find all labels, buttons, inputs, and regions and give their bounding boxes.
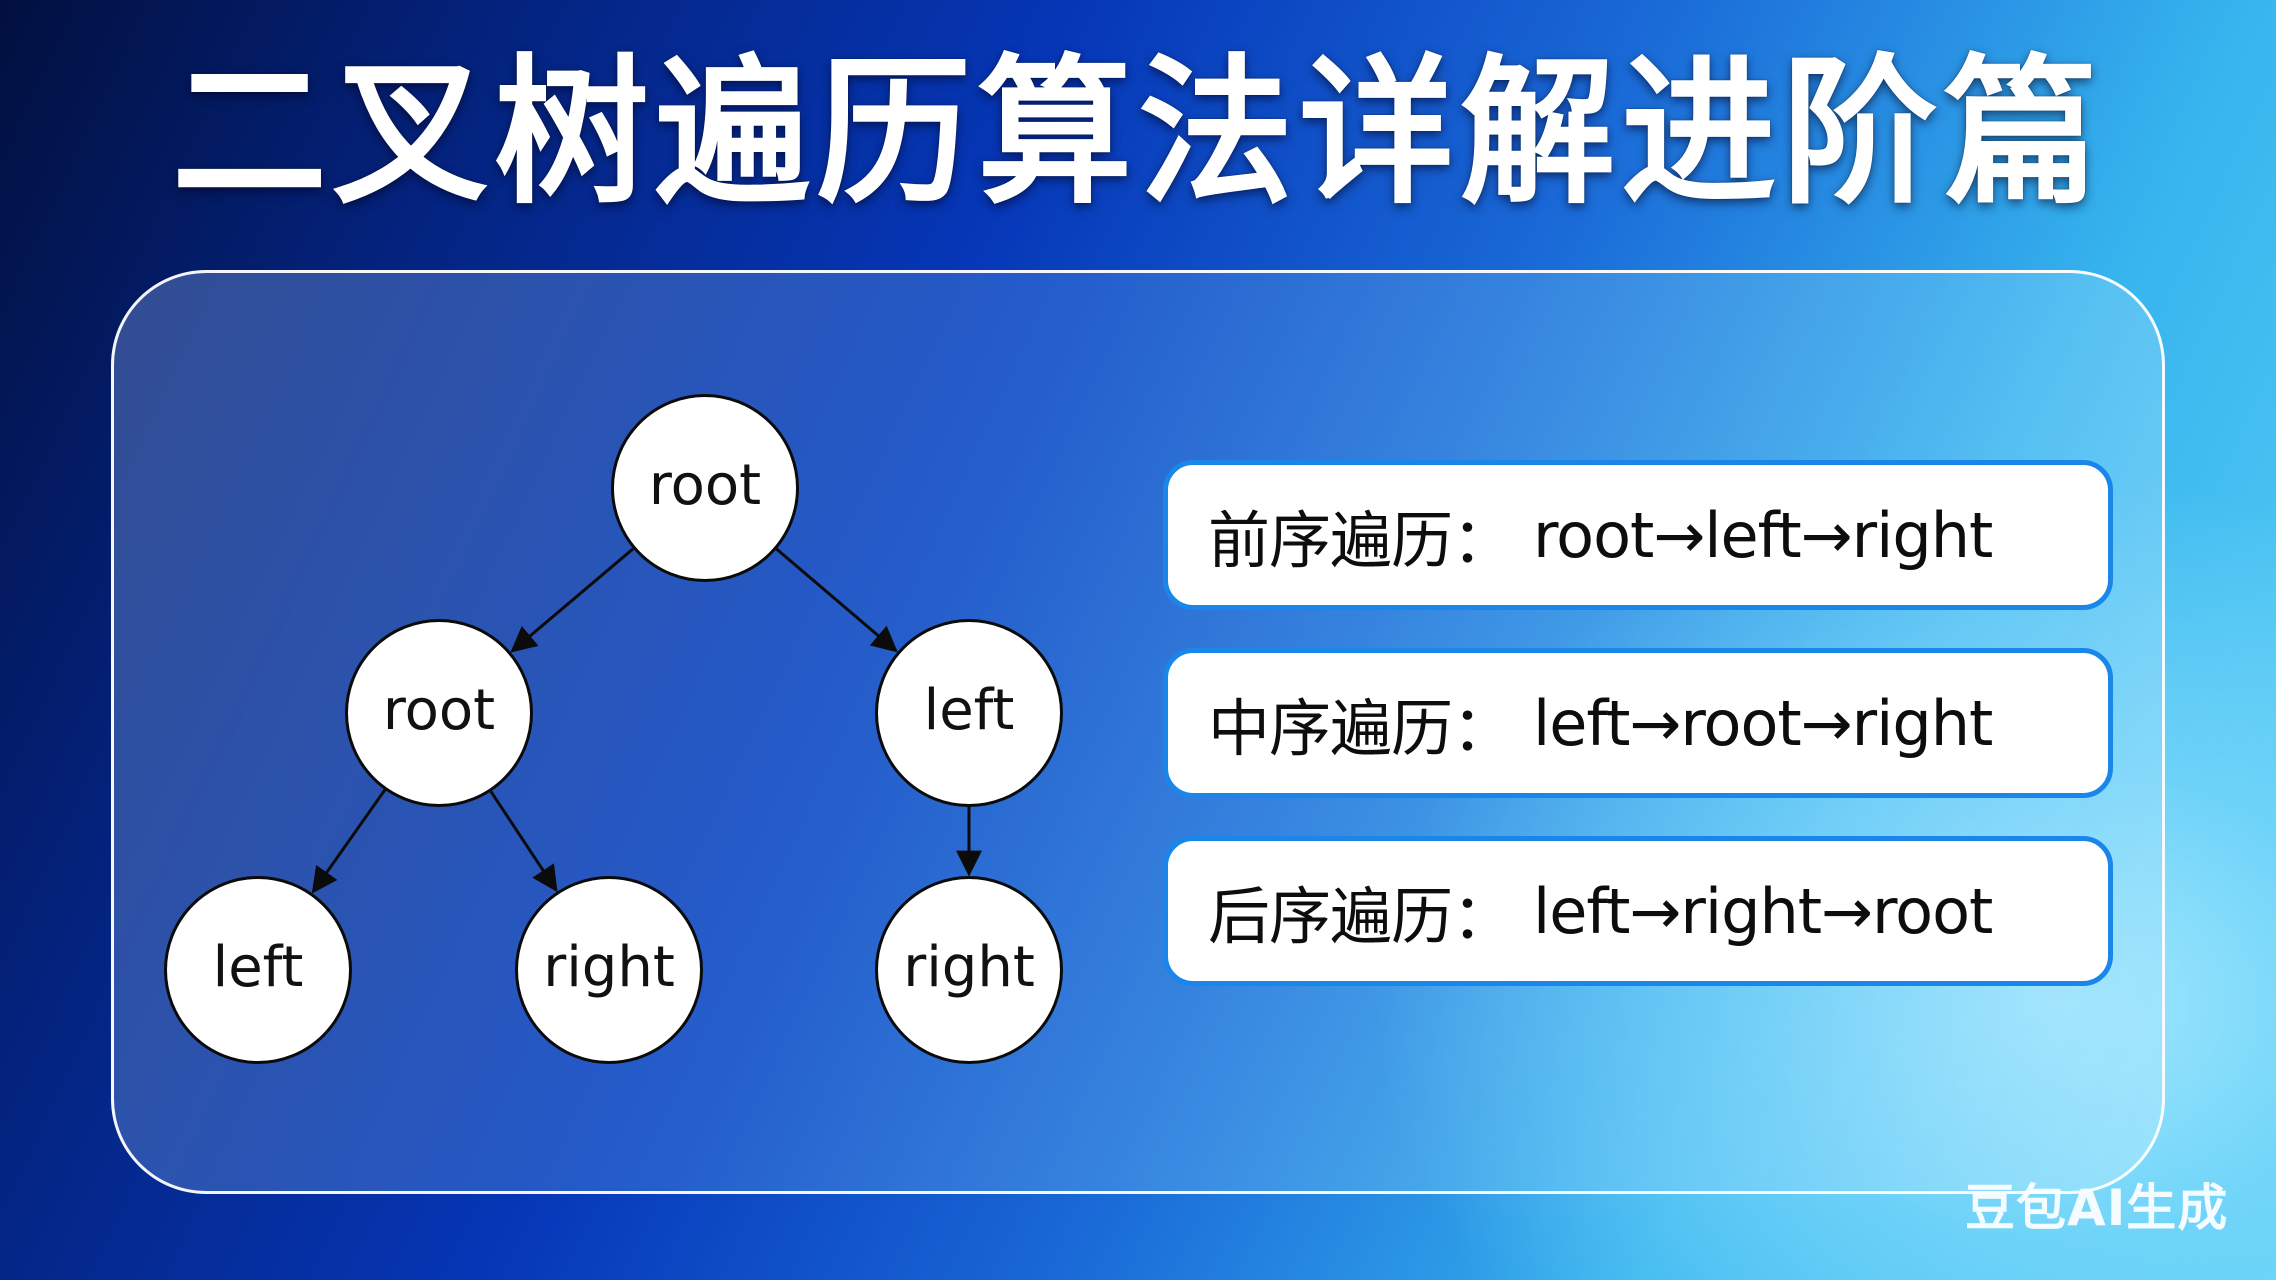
node-label: right <box>543 934 675 1000</box>
preorder-sequence: root→left→right <box>1533 498 1993 572</box>
preorder-label: 前序遍历： <box>1208 504 1514 577</box>
node-leaf-right-middle: right <box>515 876 703 1064</box>
postorder-sequence: left→right→root <box>1533 874 1993 948</box>
node-leaf-left: left <box>164 876 352 1064</box>
node-root: root <box>611 394 799 582</box>
node-left-child-root: root <box>345 619 533 807</box>
inorder-sequence: left→root→right <box>1533 686 1993 760</box>
postorder-label: 后序遍历： <box>1208 880 1514 953</box>
node-label: left <box>212 934 304 1000</box>
node-label: left <box>923 677 1015 743</box>
node-label: root <box>648 452 762 518</box>
preorder-box: 前序遍历： root→left→right <box>1163 460 2113 610</box>
inorder-label: 中序遍历： <box>1208 692 1514 765</box>
node-label: root <box>382 677 496 743</box>
postorder-box: 后序遍历： left→right→root <box>1163 836 2113 986</box>
node-label: right <box>903 934 1035 1000</box>
watermark: 豆包AI生成 <box>1965 1179 2229 1237</box>
inorder-box: 中序遍历： left→root→right <box>1163 648 2113 798</box>
node-leaf-right: right <box>875 876 1063 1064</box>
page-title: 二叉树遍历算法详解进阶篇 <box>171 39 2105 226</box>
node-right-child-left: left <box>875 619 1063 807</box>
